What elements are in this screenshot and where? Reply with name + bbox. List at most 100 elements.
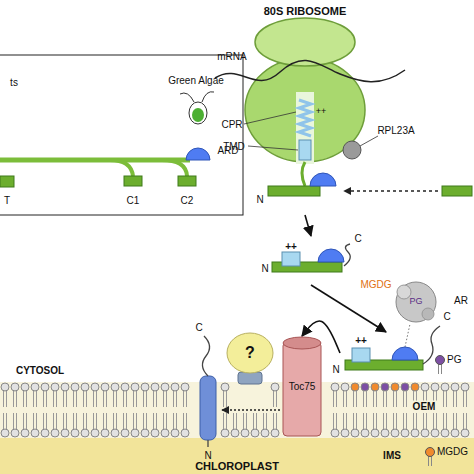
lipid-tail <box>134 390 137 407</box>
ard-domain <box>392 347 418 360</box>
ard-domain <box>310 173 336 186</box>
flow-arrow <box>305 215 311 236</box>
lipid-head <box>51 429 59 437</box>
lipid-head <box>1 383 9 391</box>
lipid-head <box>331 383 339 391</box>
ard-structure <box>422 308 434 320</box>
lipid-head <box>351 429 359 437</box>
lipid-head <box>21 383 29 391</box>
lipid-tail <box>334 413 337 430</box>
lipid-head <box>161 429 169 437</box>
lipid-tail <box>424 413 427 430</box>
lipid-head <box>21 429 29 437</box>
exit-tunnel <box>296 92 314 164</box>
tmd-segment <box>282 252 300 266</box>
node-text: ++ <box>355 335 367 346</box>
lipid-tail <box>154 413 157 430</box>
label-text: TMD <box>223 141 245 152</box>
lipid-head <box>11 429 19 437</box>
lipid-head <box>121 383 129 391</box>
label-text: AR <box>454 295 468 306</box>
lipid-tail <box>374 390 377 407</box>
legend-swatch <box>436 356 445 365</box>
cpr-helix <box>299 100 311 136</box>
lipid-head <box>181 383 189 391</box>
ard-domain <box>186 148 210 160</box>
lipid-head <box>151 429 159 437</box>
label-text: ts <box>10 77 18 88</box>
lipid-head <box>381 383 389 391</box>
lipid-tail <box>24 390 27 407</box>
inserted-tmd <box>200 376 216 440</box>
lipid-head <box>171 383 179 391</box>
node-text: Toc75 <box>289 381 316 392</box>
label-text: CHLOROPLAST <box>195 460 279 472</box>
lipid-tail <box>364 413 367 430</box>
lipid-tail <box>74 413 77 430</box>
lipid-tail <box>24 413 27 430</box>
lipid-head <box>41 383 49 391</box>
nascent-protein <box>268 186 320 196</box>
lipid-tail <box>454 413 457 430</box>
n-tail <box>207 440 208 447</box>
lipid-tail <box>14 413 17 430</box>
leader-line <box>248 146 298 150</box>
lipid-head <box>181 429 189 437</box>
label-text: C <box>195 322 202 333</box>
lipid-head <box>271 383 279 391</box>
lipid-head <box>111 429 119 437</box>
tree-branch <box>162 160 187 176</box>
lipid-head <box>101 429 109 437</box>
lipid-tail <box>144 413 147 430</box>
lipid-head <box>441 429 449 437</box>
channel-body <box>283 342 321 436</box>
leader-line <box>405 324 410 347</box>
lipid-tail <box>164 413 167 430</box>
lipid-tail <box>104 413 107 430</box>
lipid-tail <box>444 390 447 407</box>
lipid-head <box>371 429 379 437</box>
lipid-head <box>271 429 279 437</box>
ribosome-large-subunit <box>245 58 365 162</box>
lipid-head <box>351 383 359 391</box>
label-text: OEM <box>411 401 438 412</box>
unknown-receptor: ? <box>226 332 274 374</box>
lipid-head <box>401 383 409 391</box>
lipid-head <box>161 383 169 391</box>
lipid-tail <box>94 413 97 430</box>
lipid-tail <box>334 390 337 407</box>
lipid-tail <box>394 390 397 407</box>
protein-icon <box>0 176 14 187</box>
label-text: N <box>332 364 339 375</box>
receptor-base <box>238 372 262 384</box>
protein-icon <box>124 176 142 186</box>
lipid-tail <box>144 390 147 407</box>
lipid-tail <box>274 390 277 407</box>
lipid-tail <box>94 390 97 407</box>
lipid-tail <box>234 413 237 430</box>
label-text: ++ <box>316 107 327 117</box>
label-text: N <box>261 263 268 274</box>
c-tail <box>202 336 209 376</box>
lipid-head <box>361 383 369 391</box>
lipid-tail <box>404 390 407 407</box>
lipid-head <box>171 429 179 437</box>
label-text: IMS <box>383 450 401 461</box>
ribosome-small-subunit <box>255 18 355 66</box>
lipid-tail <box>4 390 7 407</box>
lipid-tail <box>34 390 37 407</box>
lipid-tail <box>4 413 7 430</box>
lipid-head <box>421 429 429 437</box>
tmd-segment <box>299 140 311 160</box>
receptor-shape <box>227 333 273 373</box>
lipid-tail <box>404 413 407 430</box>
dotted-arrow <box>222 409 280 410</box>
alga-cell <box>189 102 207 124</box>
lipid-tail <box>374 413 377 430</box>
label-text: C2 <box>181 195 194 206</box>
lipid-tail <box>184 413 187 430</box>
lipid-tail <box>54 390 57 407</box>
